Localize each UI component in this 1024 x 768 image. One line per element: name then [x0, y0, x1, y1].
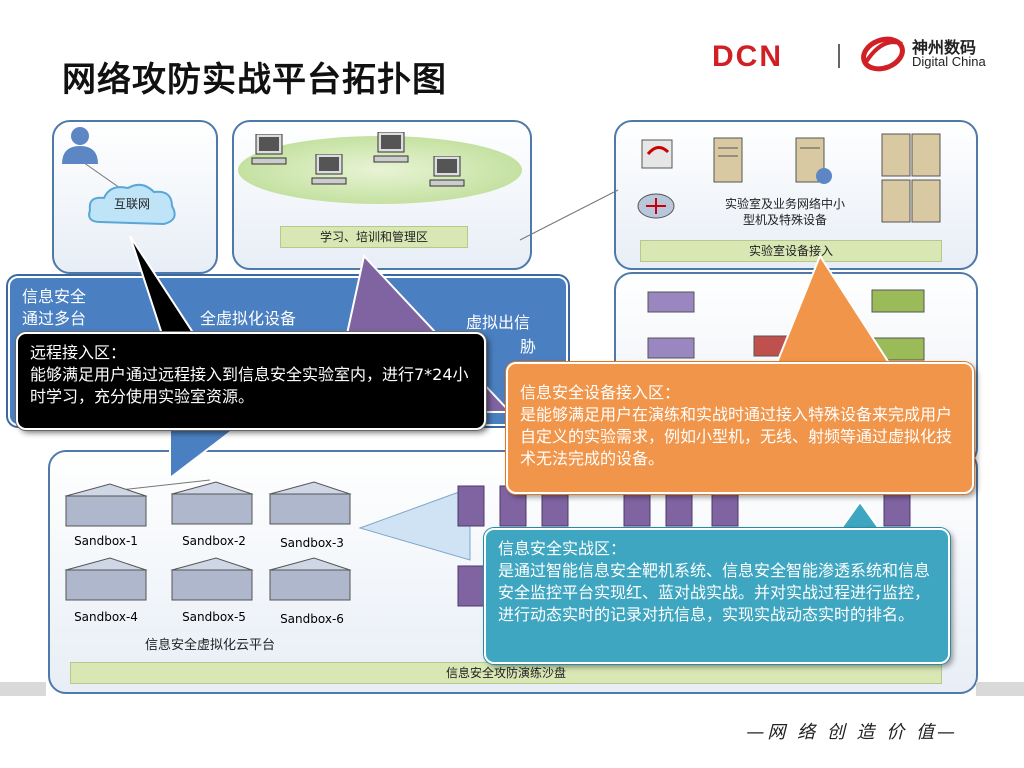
- sandbox-5-icon: [170, 557, 254, 601]
- virtualization-callout-line1: 信息安全: [22, 287, 87, 306]
- sandbox-6-icon: [268, 557, 352, 601]
- combat-callout: 信息安全实战区： 是通过智能信息安全靶机系统、信息安全智能渗透系统和信息安全监控…: [484, 528, 950, 664]
- firewall-icon: [641, 139, 673, 169]
- lab-equipment-caption-line1: 实验室及业务网络中小: [724, 197, 845, 211]
- company-logo: DCN 神州数码 Digital China: [712, 30, 992, 80]
- page-title: 网络攻防实战平台拓扑图: [62, 60, 447, 100]
- logo-english-name: Digital China: [912, 54, 986, 69]
- logo-chinese-name: 神州数码: [912, 38, 977, 57]
- pc-1-icon: [251, 134, 287, 165]
- internet-cloud-icon: [88, 183, 176, 226]
- lab-equipment-caption: 实验室及业务网络中小 型机及特殊设备: [700, 196, 870, 228]
- sandbox-6-label: Sandbox-6: [280, 612, 344, 626]
- sandbox-3-label: Sandbox-3: [280, 536, 344, 550]
- sandbox-2-label: Sandbox-2: [182, 534, 246, 548]
- device-access-body: 是能够满足用户在演练和实战时通过接入特殊设备来完成用户自定义的实验需求，例如小型…: [520, 405, 953, 468]
- footer-bar-right: [976, 682, 1024, 696]
- sandbox-4-icon: [64, 557, 148, 601]
- device-access-callout: 信息安全设备接入区： 是能够满足用户在演练和实战时通过接入特殊设备来完成用户自定…: [506, 362, 974, 494]
- combat-title: 信息安全实战区：: [498, 539, 627, 558]
- virtualization-callout-line3: 虚拟出信: [466, 313, 531, 332]
- server-1-icon: [713, 137, 743, 183]
- lab-access-label: 实验室设备接入: [640, 240, 942, 262]
- virtualization-callout-line2: 通过多台: [22, 309, 87, 328]
- remote-access-title: 远程接入区：: [30, 343, 127, 362]
- footer-bar-left: [0, 682, 46, 696]
- digital-china-emblem-icon: [861, 36, 905, 72]
- dcn-logo: DCN: [712, 40, 783, 73]
- server-rack-icon: [881, 133, 941, 223]
- pc-3-icon: [373, 132, 409, 163]
- logo-divider: [838, 44, 840, 68]
- remote-access-callout: 远程接入区： 能够满足用户通过远程接入到信息安全实验室内，进行7*24小时学习，…: [16, 332, 486, 430]
- device-purple-2-icon: [647, 337, 695, 359]
- sandbox-4-label: Sandbox-4: [74, 610, 138, 624]
- slogan: —网 络 创 造 价 值—: [746, 722, 958, 743]
- device-purple-1-icon: [647, 291, 695, 313]
- pc-4-icon: [429, 156, 465, 187]
- virtualization-callout-line2b: 全虚拟化设备: [200, 309, 297, 328]
- sandbox-1-label: Sandbox-1: [74, 534, 138, 548]
- remote-access-body: 能够满足用户通过远程接入到信息安全实验室内，进行7*24小时学习，充分使用实验室…: [30, 365, 469, 406]
- sandbox-2-icon: [170, 481, 254, 525]
- internet-label: 互联网: [113, 197, 150, 211]
- combat-pointer: [838, 500, 882, 531]
- sandbox-5-label: Sandbox-5: [182, 610, 246, 624]
- router-icon: [637, 193, 675, 219]
- training-zone-label: 学习、培训和管理区: [280, 226, 468, 248]
- sandbox-1-icon: [64, 483, 148, 527]
- pc-2-icon: [311, 154, 347, 185]
- virtualization-callout-line4: 胁: [520, 337, 537, 356]
- device-access-title: 信息安全设备接入区：: [520, 383, 681, 402]
- virtual-cloud-label: 信息安全虚拟化云平台: [144, 638, 275, 653]
- device-green-1-icon: [871, 289, 925, 313]
- combat-body: 是通过智能信息安全靶机系统、信息安全智能渗透系统和信息安全监控平台实现红、蓝对战…: [498, 561, 931, 624]
- sandbox-3-icon: [268, 481, 352, 525]
- user-icon: [62, 127, 98, 164]
- server-2-icon: [795, 137, 832, 184]
- lab-equipment-caption-line2: 型机及特殊设备: [742, 213, 827, 227]
